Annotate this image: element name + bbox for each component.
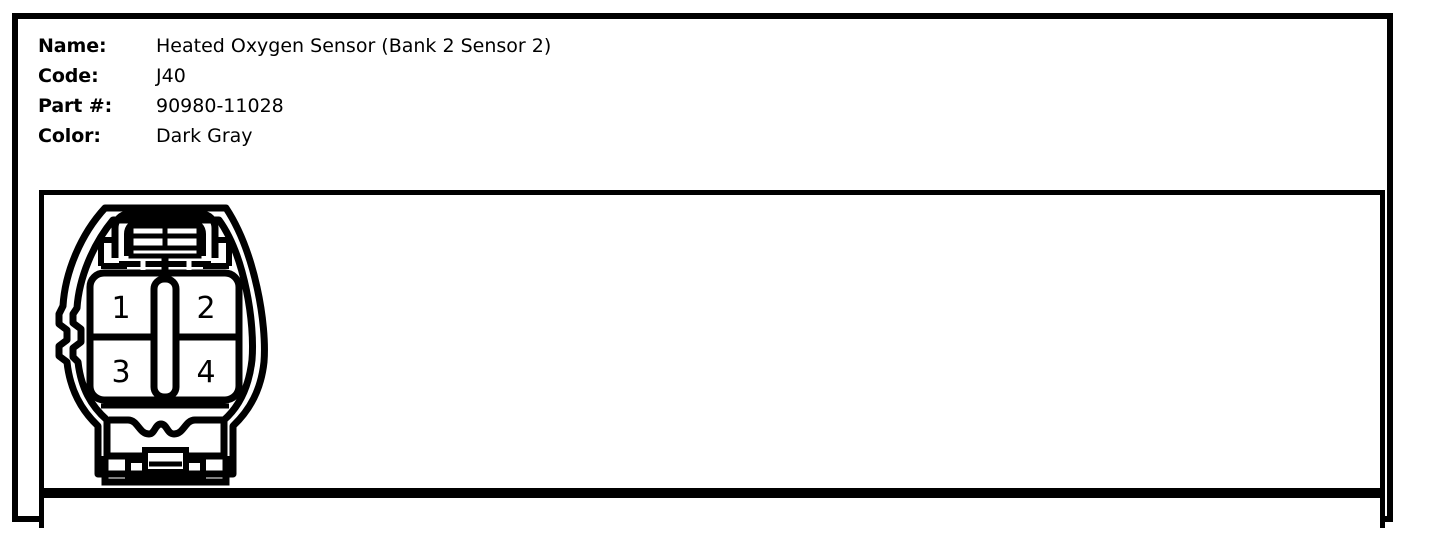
spec-label-color: Color: (38, 125, 101, 147)
spec-row-color: Color: Dark Gray (38, 121, 1238, 151)
connector-diagram-panel: 1 2 3 4 (39, 190, 1385, 493)
connector-bottom-notch-path (109, 416, 223, 438)
spec-row-name: Name: Heated Oxygen Sensor (Bank 2 Sensor… (38, 31, 1238, 61)
pin-number-4: 4 (196, 355, 215, 390)
spec-value-name: Heated Oxygen Sensor (Bank 2 Sensor 2) (156, 35, 552, 57)
connector-outer-shell-path (55, 204, 268, 478)
spec-value-part-number: 90980-11028 (156, 95, 284, 117)
spec-label-name: Name: (38, 35, 107, 57)
component-spec-list: Name: Heated Oxygen Sensor (Bank 2 Sensor… (38, 31, 1238, 151)
spec-row-part-number: Part #: 90980-11028 (38, 91, 1238, 121)
pin-number-2: 2 (196, 291, 215, 326)
lock-tab-right-ear (215, 237, 232, 266)
spec-value-color: Dark Gray (156, 125, 253, 147)
spec-label-part-number: Part #: (38, 95, 113, 117)
keyway-divider-icon (150, 275, 180, 401)
spec-row-code: Code: J40 (38, 61, 1238, 91)
connector-inner-shell-path (69, 216, 256, 460)
pin-number-1: 1 (111, 291, 130, 326)
lock-tab-inner-bracket (124, 219, 206, 256)
connector-drawing-svg: 1 2 3 4 (55, 204, 268, 486)
spec-label-code: Code: (38, 65, 99, 87)
connector-face-view-icon: 1 2 3 4 (43, 194, 283, 494)
notes-strip (39, 493, 1385, 528)
spec-value-code: J40 (156, 65, 186, 87)
component-card: Name: Heated Oxygen Sensor (Bank 2 Sensor… (12, 13, 1393, 528)
retainer-tab-inner-rect (142, 447, 189, 475)
lock-tab-left-ear (98, 237, 115, 266)
pin-number-3: 3 (111, 355, 130, 390)
lock-tab-outer-bracket (111, 210, 219, 258)
